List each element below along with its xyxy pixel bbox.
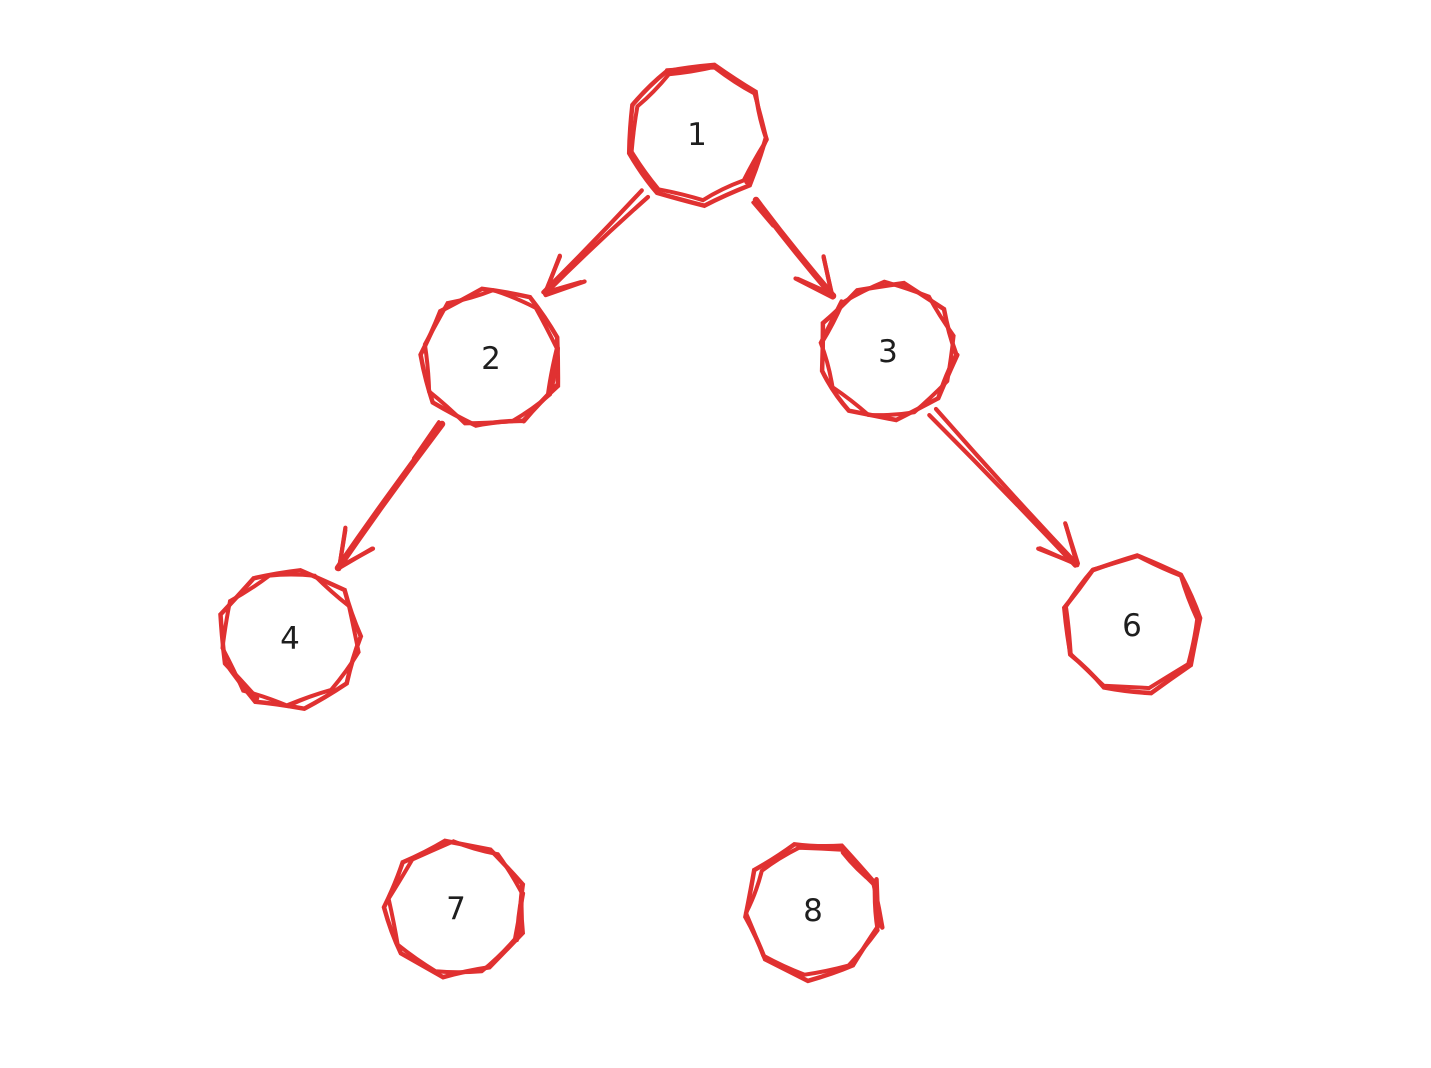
edge-shaft-line [541,188,644,295]
node-circle-inner [743,845,880,977]
edge-shaft-line [927,413,1078,568]
node-circle-inner [220,572,361,709]
node-circle-inner [818,279,956,418]
node-circle-inner [386,839,526,975]
node-label: 6 [1122,608,1142,644]
edge-shaft-line [334,420,446,572]
node-circle-inner [629,64,769,203]
node-label: 1 [687,117,707,153]
edge-shaft-line [752,196,837,300]
node-label: 4 [280,621,300,657]
tree-node-3[interactable]: 3 [818,279,960,423]
tree-node-4[interactable]: 4 [218,567,364,712]
edge-arrow-1-3[interactable] [751,196,837,300]
node-circle-inner [422,287,560,426]
edge-shaft-line [751,200,775,228]
tree-node-7[interactable]: 7 [381,838,526,980]
tree-node-6[interactable]: 6 [1061,553,1203,696]
edge-arrow-2-4[interactable] [334,420,446,572]
edge-arrowhead-line [543,254,562,295]
edge-arrowhead-line [337,525,348,572]
edge-arrowhead-line [1063,521,1080,566]
node-label: 8 [803,893,823,929]
edge-shaft-line [933,406,1080,567]
tree-node-1[interactable]: 1 [626,62,769,209]
tree-node-8[interactable]: 8 [743,841,885,984]
edge-arrow-1-2[interactable] [541,188,651,298]
edge-arrowhead-line [795,276,837,298]
node-circle-inner [1062,553,1200,691]
node-label: 3 [878,334,898,370]
edge-shaft-line [412,420,441,460]
edge-shaft-line [542,194,651,297]
edge-arrowhead-line [1037,546,1078,567]
edge-arrow-3-6[interactable] [927,406,1080,568]
tree-node-2[interactable]: 2 [418,286,561,428]
node-label: 7 [446,891,466,927]
node-label: 2 [481,341,501,377]
